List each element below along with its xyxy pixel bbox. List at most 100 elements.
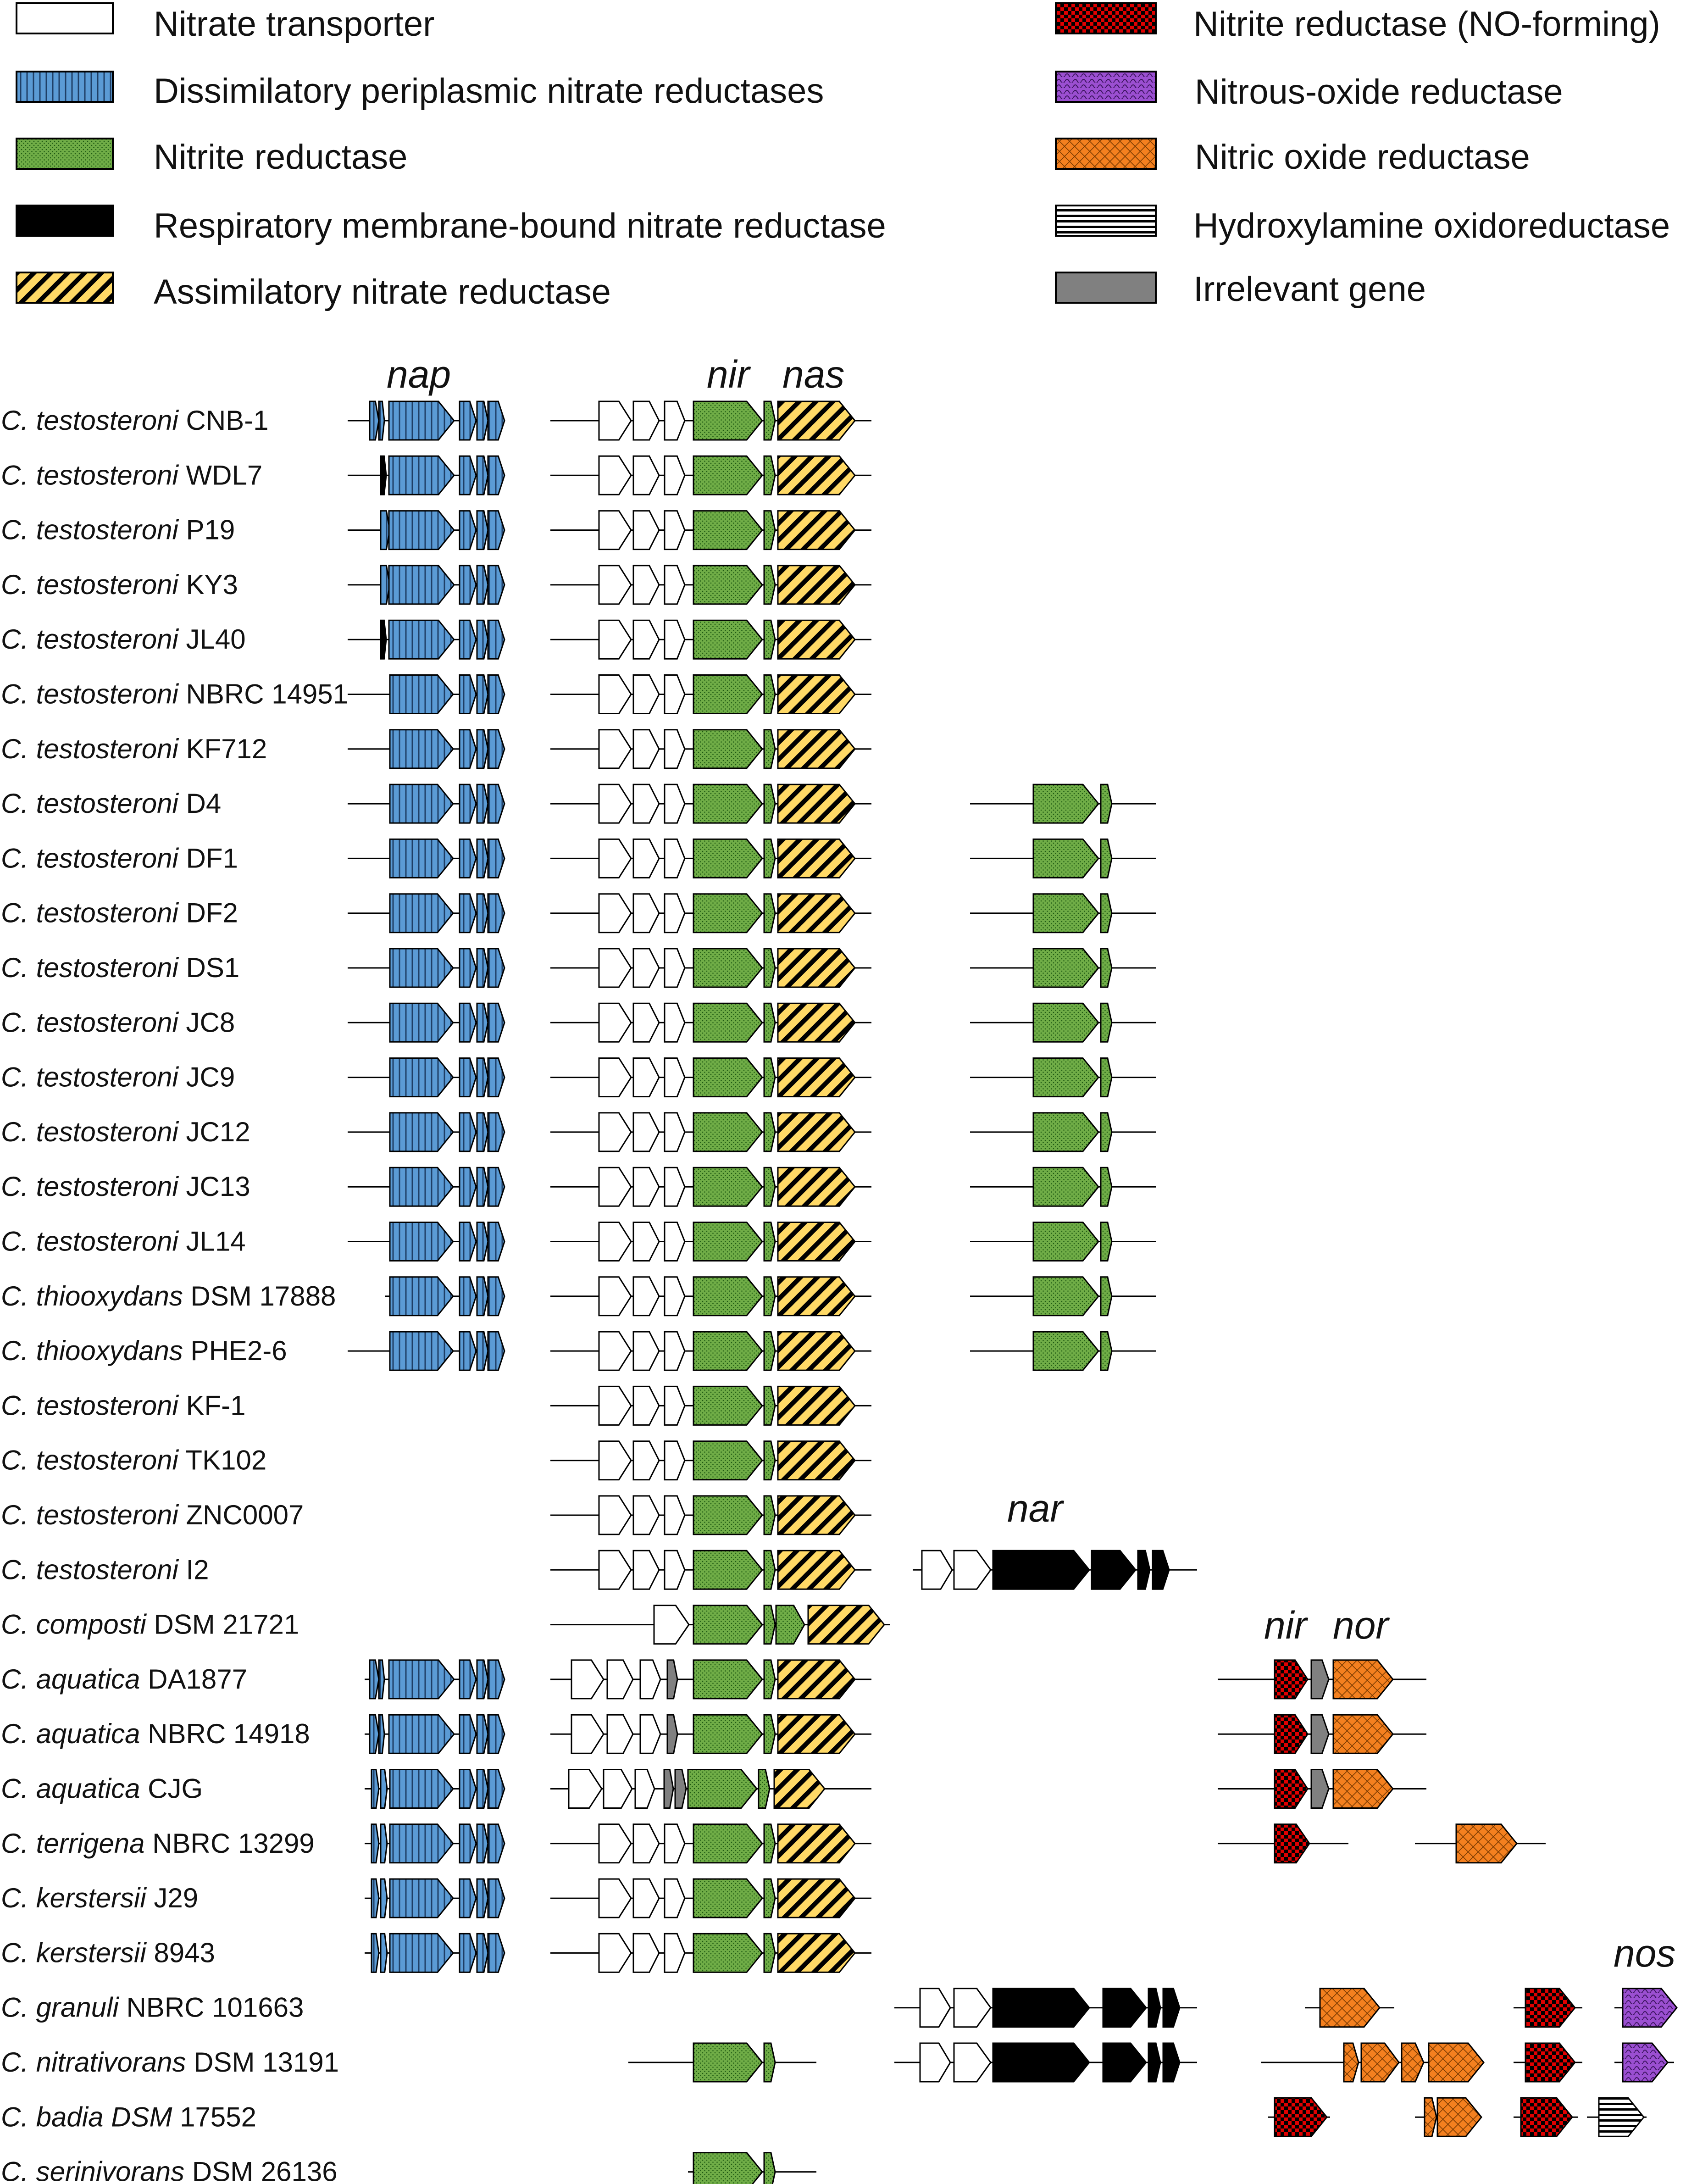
gene-map-row [365, 1659, 1426, 1700]
nitrate-transporter-gene [632, 1331, 660, 1371]
nitrite-reductase-gene [1100, 893, 1113, 934]
strain-label: C. testosteroni D4 [1, 788, 221, 819]
periplasmic-nitrate-reductase-gene [487, 1878, 505, 1918]
no-forming-nitrite-reductase-gene [1520, 2097, 1573, 2137]
assimilatory-nitrate-reductase-gene [777, 1823, 856, 1864]
periplasmic-nitrate-reductase-gene [371, 1878, 380, 1918]
nitrite-reductase-gene [763, 893, 776, 934]
legend-label-nitrate-transporter: Nitrate transporter [154, 5, 434, 44]
gene-map-row [348, 948, 1156, 988]
nitrite-reductase-gene [763, 1933, 776, 1973]
assimilatory-nitrate-reductase-gene [777, 565, 856, 605]
periplasmic-nitrate-reductase-gene [459, 1659, 477, 1700]
nitrate-transporter-gene [598, 1222, 632, 1261]
strain-id: NBRC 13299 [144, 1828, 314, 1859]
strain-label: C. testosteroni JL40 [1, 624, 246, 655]
assimilatory-nitrate-reductase-gene [777, 1878, 856, 1918]
gene-map-row [1268, 2097, 1647, 2137]
membrane-nitrate-reductase-gene [1102, 2042, 1147, 2083]
strain-species: C. testosteroni [1, 460, 179, 490]
nitrite-reductase-gene [763, 1659, 776, 1700]
nitrate-transporter-gene [598, 1385, 632, 1426]
nitrite-reductase-gene [763, 1878, 776, 1918]
nitrite-reductase-gene [693, 1550, 763, 1590]
nitrite-reductase-gene [693, 1331, 763, 1371]
assimilatory-nitrate-reductase-gene [777, 1659, 856, 1700]
nitrate-transporter-gene [632, 1823, 660, 1864]
periplasmic-nitrate-reductase-gene [459, 1331, 477, 1371]
nitrite-reductase-gene [763, 1112, 776, 1152]
strain-id: DSM 13191 [186, 2047, 339, 2078]
nitrite-reductase-gene [1100, 838, 1113, 878]
nitrite-reductase-gene [1100, 1222, 1113, 1261]
periplasmic-nitrate-reductase-gene [389, 1878, 454, 1918]
strain-label: C. testosteroni TK102 [1, 1445, 266, 1476]
nitrite-reductase-gene [763, 1550, 776, 1590]
periplasmic-nitrate-reductase-gene [380, 1823, 388, 1864]
nitrite-reductase-gene [763, 1440, 776, 1481]
legend-swatch-membrane-nitrate-reductase [16, 205, 114, 237]
irrelevant-gene [666, 1659, 678, 1700]
periplasmic-nitrate-reductase-gene [371, 1769, 380, 1809]
nitric-oxide-reductase-gene [1428, 2042, 1485, 2083]
strain-id: DSM 21721 [146, 1609, 299, 1640]
periplasmic-nitrate-reductase-gene [380, 1878, 388, 1918]
strain-label: C. testosteroni JL14 [1, 1226, 246, 1257]
strain-label: C. testosteroni JC13 [1, 1171, 250, 1202]
nitrite-reductase-gene [1032, 1276, 1099, 1317]
nitrate-transporter-gene [664, 455, 686, 495]
nitrate-transporter-gene [664, 1276, 686, 1317]
nitrate-transporter-gene [664, 510, 686, 550]
periplasmic-nitrate-reductase-gene [389, 838, 454, 878]
periplasmic-nitrate-reductase-gene [389, 1167, 454, 1207]
periplasmic-nitrate-reductase-gene [476, 1769, 489, 1809]
nitrate-transporter-gene [632, 619, 660, 660]
strain-species: C. testosteroni [1, 569, 179, 600]
assimilatory-nitrate-reductase-gene [777, 400, 856, 441]
nitrite-reductase-gene [1032, 948, 1099, 988]
nitrate-transporter-gene [664, 1550, 686, 1590]
nitrate-transporter-gene [606, 1714, 634, 1754]
membrane-nitrate-reductase-gene [1137, 1550, 1151, 1590]
periplasmic-nitrate-reductase-gene [389, 784, 454, 824]
strain-species: C. testosteroni [1, 1445, 179, 1476]
membrane-nitrate-reductase-gene [1162, 1988, 1181, 2028]
nitrite-reductase-gene [693, 565, 763, 605]
strain-id: 17552 [172, 2101, 256, 2132]
periplasmic-nitrate-reductase-gene [459, 565, 477, 605]
assimilatory-nitrate-reductase-gene [777, 455, 856, 495]
periplasmic-nitrate-reductase-gene [476, 838, 489, 878]
nitrite-reductase-gene [1032, 1057, 1099, 1098]
periplasmic-nitrate-reductase-gene [487, 1331, 505, 1371]
nitric-oxide-reductase-gene [1332, 1714, 1394, 1754]
gene-map-row [348, 400, 871, 441]
assimilatory-nitrate-reductase-gene [777, 948, 856, 988]
nitrate-transporter-gene [953, 1550, 992, 1590]
nitrate-transporter-gene [664, 400, 686, 441]
legend-label-nitrous-oxide-reductase: Nitrous-oxide reductase [1195, 72, 1563, 111]
strain-species: C. testosteroni [1, 405, 179, 436]
nitrite-reductase-gene [1100, 1167, 1113, 1207]
periplasmic-nitrate-reductase-gene [487, 510, 505, 550]
nitric-oxide-reductase-gene [1332, 1659, 1394, 1700]
strain-id: WDL7 [178, 460, 262, 490]
gene-map-row [348, 729, 871, 769]
membrane-nitrate-reductase-gene [1148, 1988, 1161, 2028]
periplasmic-nitrate-reductase-gene [487, 729, 505, 769]
legend-label-assimilatory-nitrate-reductase: Assimilatory nitrate reductase [154, 272, 611, 311]
strain-label: C. composti DSM 21721 [1, 1609, 299, 1640]
nitrate-transporter-gene [598, 565, 632, 605]
nitrite-reductase-gene [693, 510, 763, 550]
nitrite-reductase-gene [1032, 1331, 1099, 1371]
nitrate-transporter-gene [598, 1002, 632, 1043]
strain-label: C. kerstersii J29 [1, 1883, 198, 1913]
strain-id: J29 [146, 1883, 198, 1913]
nitrate-transporter-gene [664, 948, 686, 988]
assimilatory-nitrate-reductase-gene [777, 1057, 856, 1098]
periplasmic-nitrate-reductase-gene [476, 565, 489, 605]
nitrite-reductase-gene [1032, 1002, 1099, 1043]
periplasmic-nitrate-reductase-gene [388, 510, 455, 550]
membrane-nitrate-reductase-gene [380, 455, 387, 495]
periplasmic-nitrate-reductase-gene [388, 565, 455, 605]
nitrite-reductase-gene [693, 674, 763, 714]
